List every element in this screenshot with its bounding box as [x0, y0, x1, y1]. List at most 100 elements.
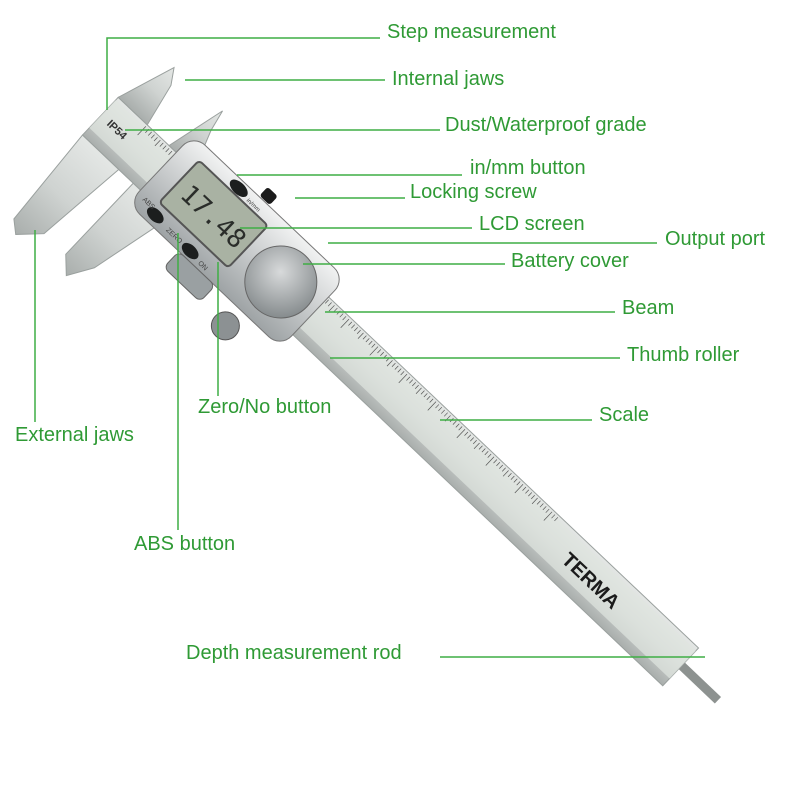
- depth-rod: [671, 655, 722, 704]
- label-thumb-roller: Thumb roller: [627, 344, 740, 366]
- scale-tick: [340, 318, 350, 329]
- scale-tick: [339, 313, 344, 318]
- scale-tick: [485, 456, 495, 466]
- scale-tick: [438, 406, 443, 412]
- scale-tick: [501, 467, 506, 472]
- scale-tick: [400, 371, 405, 376]
- scale-tick: [531, 497, 538, 505]
- scale-tick: [443, 412, 448, 417]
- label-depth-rod: Depth measurement rod: [186, 642, 402, 664]
- scale-tick: [551, 514, 556, 519]
- scale-tick: [165, 148, 170, 153]
- zero-button[interactable]: [179, 240, 202, 262]
- label-beam: Beam: [622, 297, 675, 319]
- scale-tick: [153, 137, 158, 142]
- scale-tick: [412, 382, 416, 387]
- scale-tick: [351, 324, 356, 329]
- scale-tick: [455, 423, 460, 428]
- scale-tick: [478, 445, 483, 450]
- battery-cover: [244, 245, 318, 319]
- scale-tick: [542, 506, 547, 511]
- scale-tick: [499, 464, 504, 469]
- scale-tick: [415, 387, 422, 394]
- scale-tick: [525, 489, 530, 494]
- scale-tick: [470, 437, 475, 442]
- scale-tick: [539, 503, 544, 508]
- scale-tick: [357, 332, 364, 339]
- label-zero-no-button: Zero/No button: [198, 396, 332, 418]
- scale-tick: [427, 401, 437, 411]
- scale-tick: [420, 390, 425, 395]
- scale-tick: [530, 495, 535, 500]
- abs-button[interactable]: [144, 204, 167, 226]
- inmm-button[interactable]: [227, 176, 251, 200]
- scale-tick: [429, 398, 434, 403]
- scale-tick: [377, 349, 382, 354]
- label-locking-screw: Locking screw: [410, 181, 537, 203]
- scale-tick: [513, 478, 518, 483]
- scale-tick: [467, 434, 472, 439]
- label-scale: Scale: [599, 404, 650, 426]
- scale-tick: [414, 384, 419, 390]
- scale-tick: [496, 462, 501, 467]
- scale-tick: [493, 459, 498, 464]
- lcd-screen: [159, 160, 268, 268]
- locking-screw[interactable]: [259, 187, 277, 205]
- leader-lines: [34, 37, 705, 658]
- scale-tick: [502, 470, 509, 477]
- scale-tick: [554, 517, 559, 522]
- scale-tick: [147, 131, 152, 136]
- scale-tick: [154, 139, 161, 147]
- scale-tick: [522, 486, 527, 491]
- scale-tick: [394, 365, 399, 370]
- scale-tick: [333, 307, 338, 312]
- scale-tick: [510, 475, 515, 480]
- scale-tick: [464, 431, 469, 436]
- scale-tick: [409, 379, 414, 384]
- scale-tick: [327, 302, 332, 307]
- label-external-jaws: External jaws: [15, 424, 134, 446]
- fixed-internal-jaw: [117, 66, 175, 126]
- scale-tick: [543, 511, 553, 521]
- label-step-measurement: Step measurement: [387, 21, 556, 43]
- scale-tick: [507, 473, 512, 478]
- scale-tick: [391, 362, 396, 367]
- scale-tick: [545, 508, 550, 513]
- scale-tick: [386, 360, 393, 367]
- scale-tick: [397, 368, 402, 373]
- scale-tick: [353, 327, 358, 332]
- scale-tick: [168, 150, 173, 155]
- scale-tick: [348, 321, 353, 326]
- scale-tick: [162, 145, 167, 150]
- label-internal-jaws: Internal jaws: [392, 68, 505, 90]
- scale-tick: [458, 426, 463, 431]
- scale-tick: [368, 340, 373, 345]
- label-battery-cover: Battery cover: [511, 250, 629, 272]
- leader-step: [106, 37, 380, 110]
- scale-tick: [369, 346, 379, 356]
- scale-tick: [516, 481, 521, 486]
- scale-tick: [356, 329, 361, 334]
- scale-tick: [324, 299, 329, 304]
- scale-tick: [452, 420, 457, 425]
- scale-tick: [371, 343, 376, 348]
- scale-tick: [159, 142, 164, 147]
- scale-tick: [150, 134, 155, 139]
- scale-tick: [365, 338, 370, 343]
- label-abs-button: ABS button: [134, 533, 236, 555]
- scale-tick: [484, 450, 489, 456]
- label-inmm-button: in/mm button: [470, 157, 586, 179]
- scale-tick: [456, 428, 466, 439]
- scale-tick: [406, 376, 411, 381]
- scale-tick: [342, 316, 347, 321]
- fixed-external-jaw: [13, 134, 120, 235]
- scale-tick: [487, 453, 492, 458]
- scale-tick: [426, 395, 431, 401]
- label-dust-waterproof: Dust/Waterproof grade: [445, 114, 647, 136]
- label-output-port: Output port: [665, 228, 766, 250]
- scale-tick: [398, 373, 408, 384]
- scale-tick: [328, 305, 335, 312]
- scale-tick: [473, 442, 480, 450]
